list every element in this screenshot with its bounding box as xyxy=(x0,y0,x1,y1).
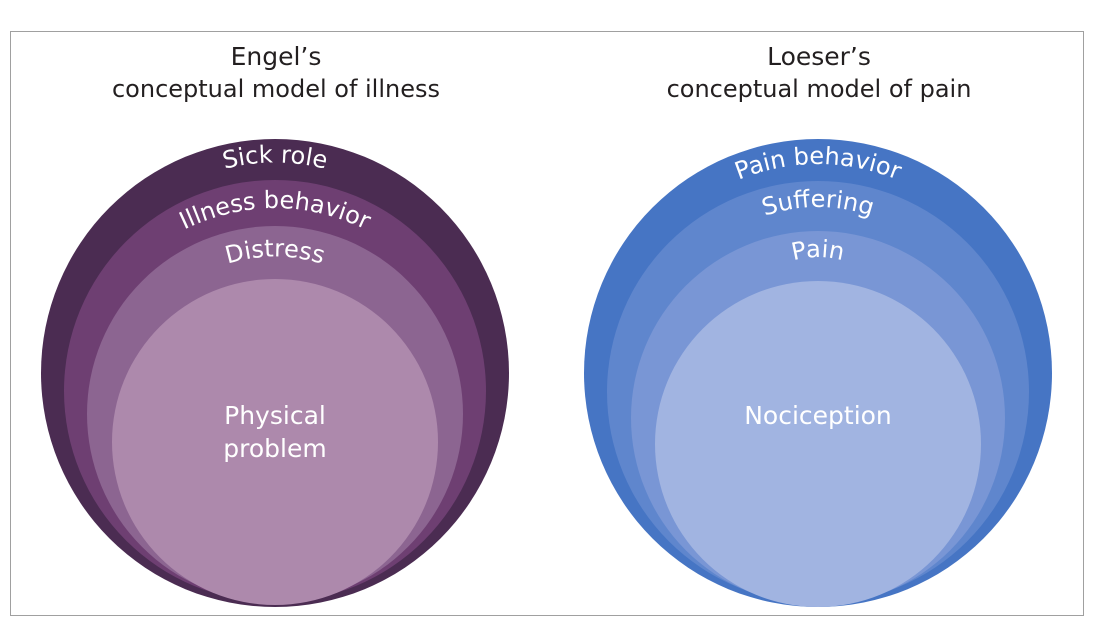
engel-core-line1: Physical xyxy=(224,401,326,430)
engel-diagram: Sick role Illness behavior Distress Phys… xyxy=(41,139,509,607)
loeser-label-pain: Pain xyxy=(789,235,847,266)
engel-title-line1: Engel’s xyxy=(230,42,322,71)
engel-core-line2: problem xyxy=(223,434,326,463)
loeser-core-line1: Nociception xyxy=(744,401,892,430)
loeser-title-line2: conceptual model of pain xyxy=(666,75,972,103)
loeser-layer-nociception xyxy=(655,281,981,607)
svg-text:Pain: Pain xyxy=(789,235,847,266)
engel-title-line2: conceptual model of illness xyxy=(111,75,441,103)
loeser-title-line1: Loeser’s xyxy=(767,42,871,71)
engel-model-title: Engel’s conceptual model of illness xyxy=(56,40,496,106)
figure-frame xyxy=(10,31,1084,616)
loeser-diagram: Pain behavior Suffering Pain Nociception xyxy=(584,139,1052,607)
engel-layer-physical-problem xyxy=(112,279,438,605)
loeser-model-title: Loeser’s conceptual model of pain xyxy=(599,40,1039,106)
